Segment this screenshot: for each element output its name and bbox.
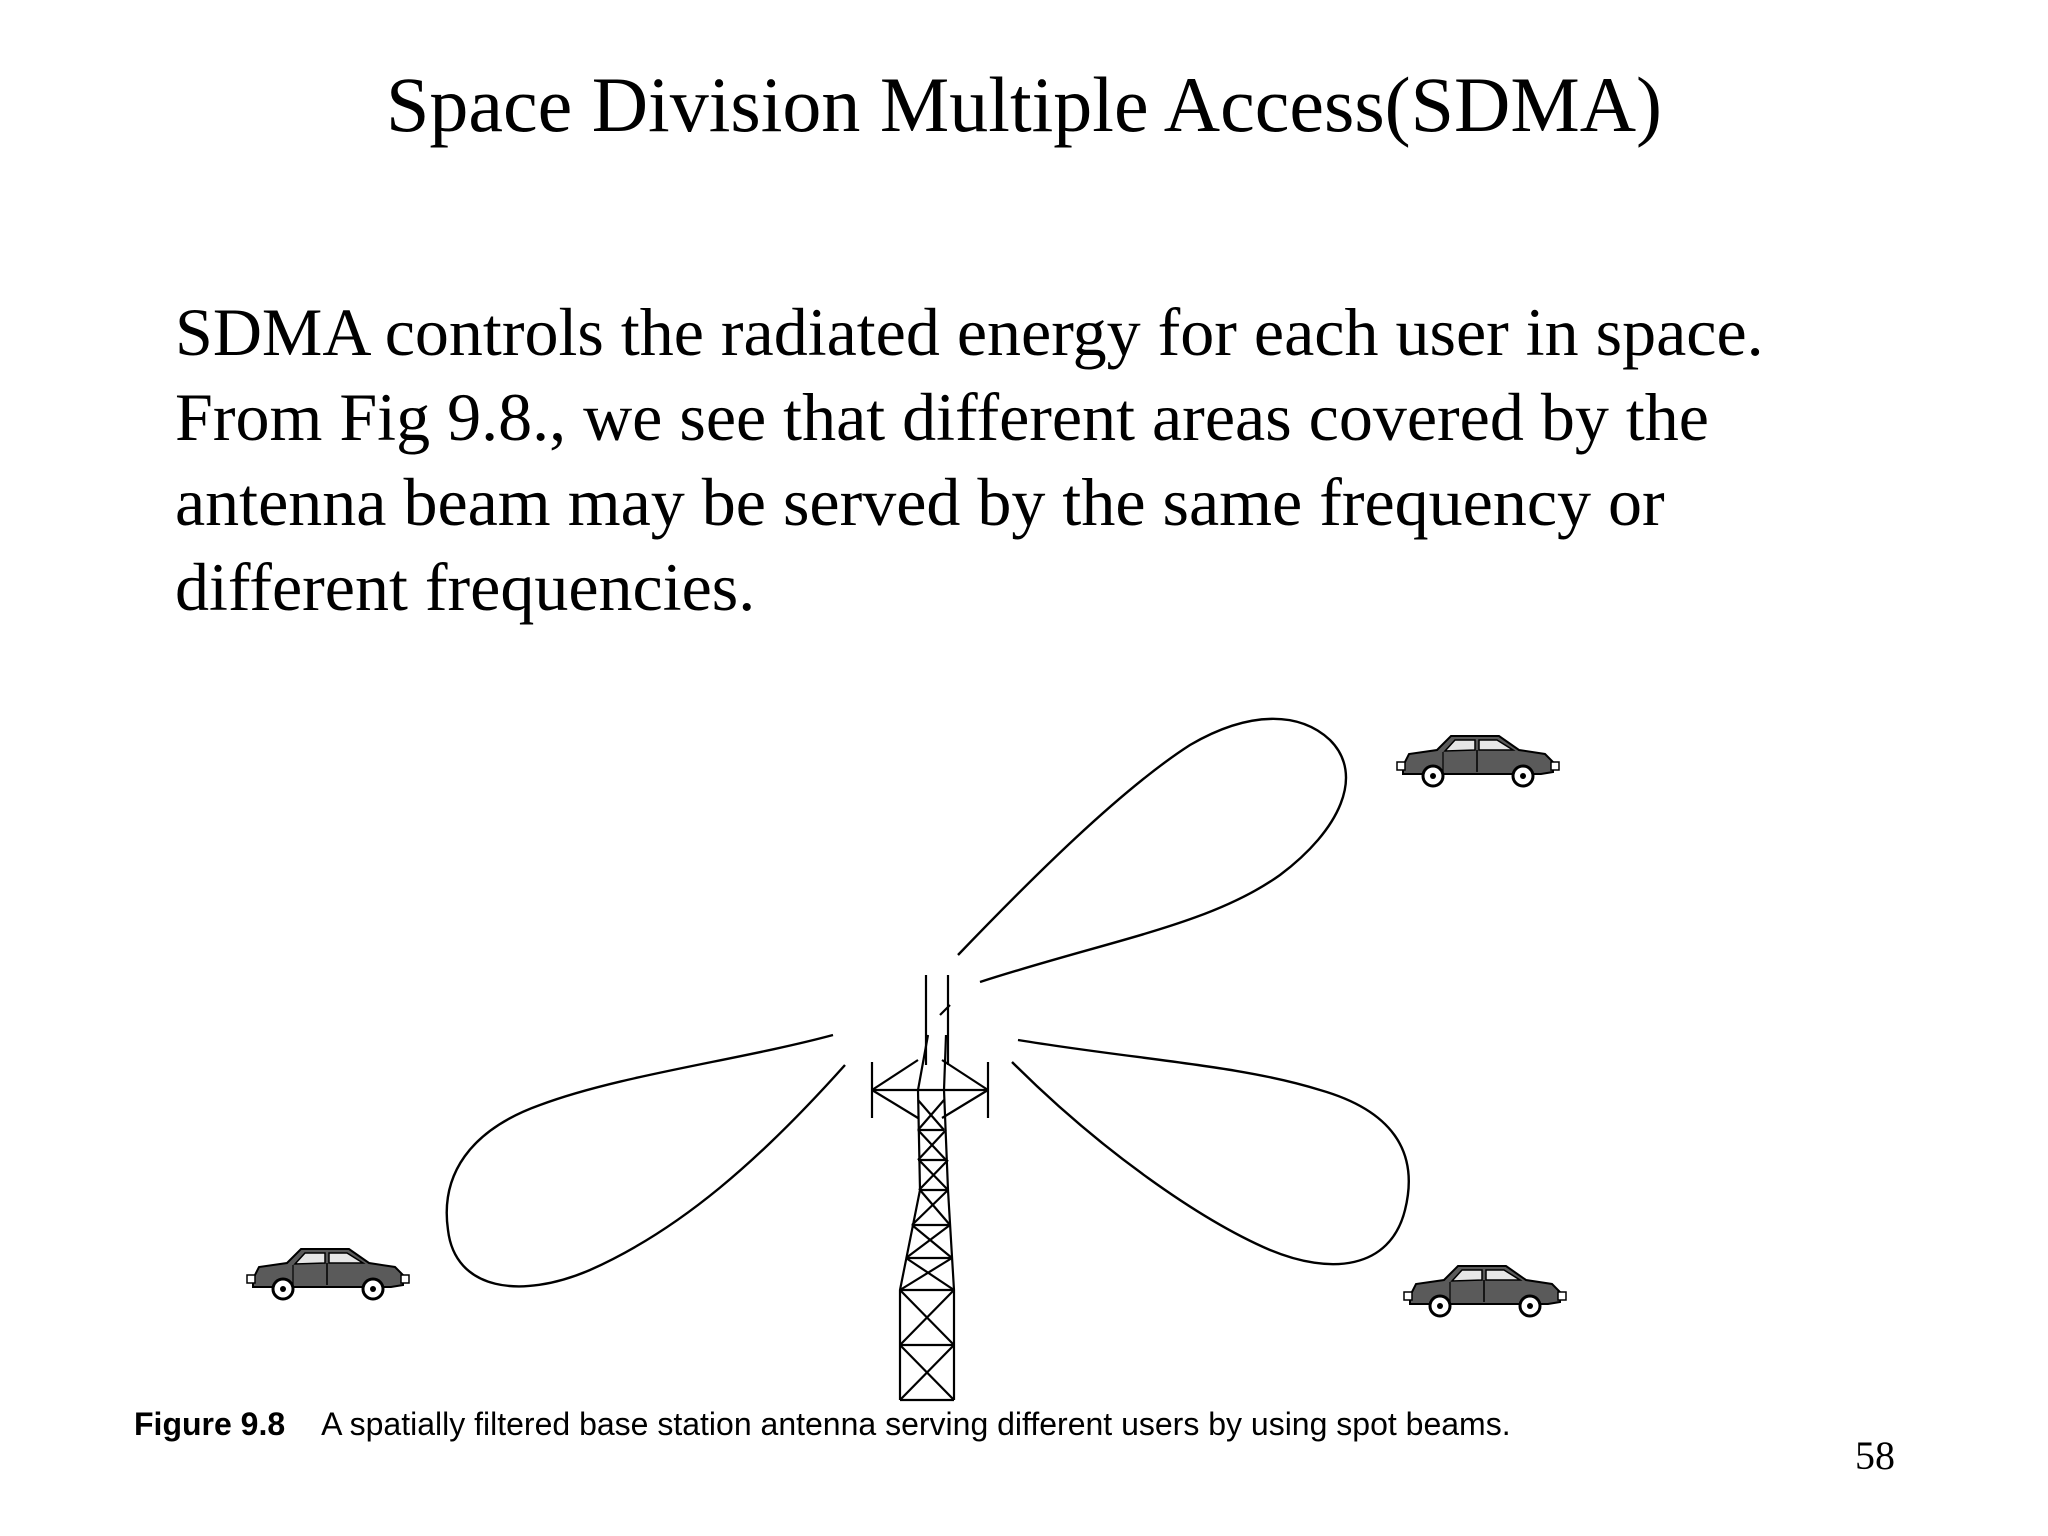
spot-beam-upper-right: [957, 717, 1348, 984]
body-line-1: SDMA controls the radiated energy for ea…: [175, 294, 1764, 370]
car-upper-right: [1395, 734, 1561, 788]
body-line-4: different frequencies.: [175, 549, 756, 625]
base-station-antenna-tower: [870, 975, 990, 1402]
body-paragraph: SDMA controls the radiated energy for ea…: [175, 290, 1935, 630]
figure-caption-label: Figure 9.8: [134, 1406, 286, 1442]
body-line-3: antenna beam may be served by the same f…: [175, 464, 1665, 540]
figure-caption-text: A spatially filtered base station antenn…: [321, 1406, 1511, 1442]
body-line-2: From Fig 9.8., we see that different are…: [175, 379, 1709, 455]
spot-beam-lower-right: [1011, 1038, 1410, 1266]
car-left: [245, 1247, 411, 1301]
page-number: 58: [1855, 1433, 1895, 1478]
slide-title: Space Division Multiple Access(SDMA): [385, 61, 1663, 148]
spot-beam-left: [445, 1033, 846, 1288]
car-lower-right: [1402, 1264, 1568, 1318]
figure-caption: Figure 9.8 A spatially filtered base stat…: [134, 1406, 1511, 1443]
